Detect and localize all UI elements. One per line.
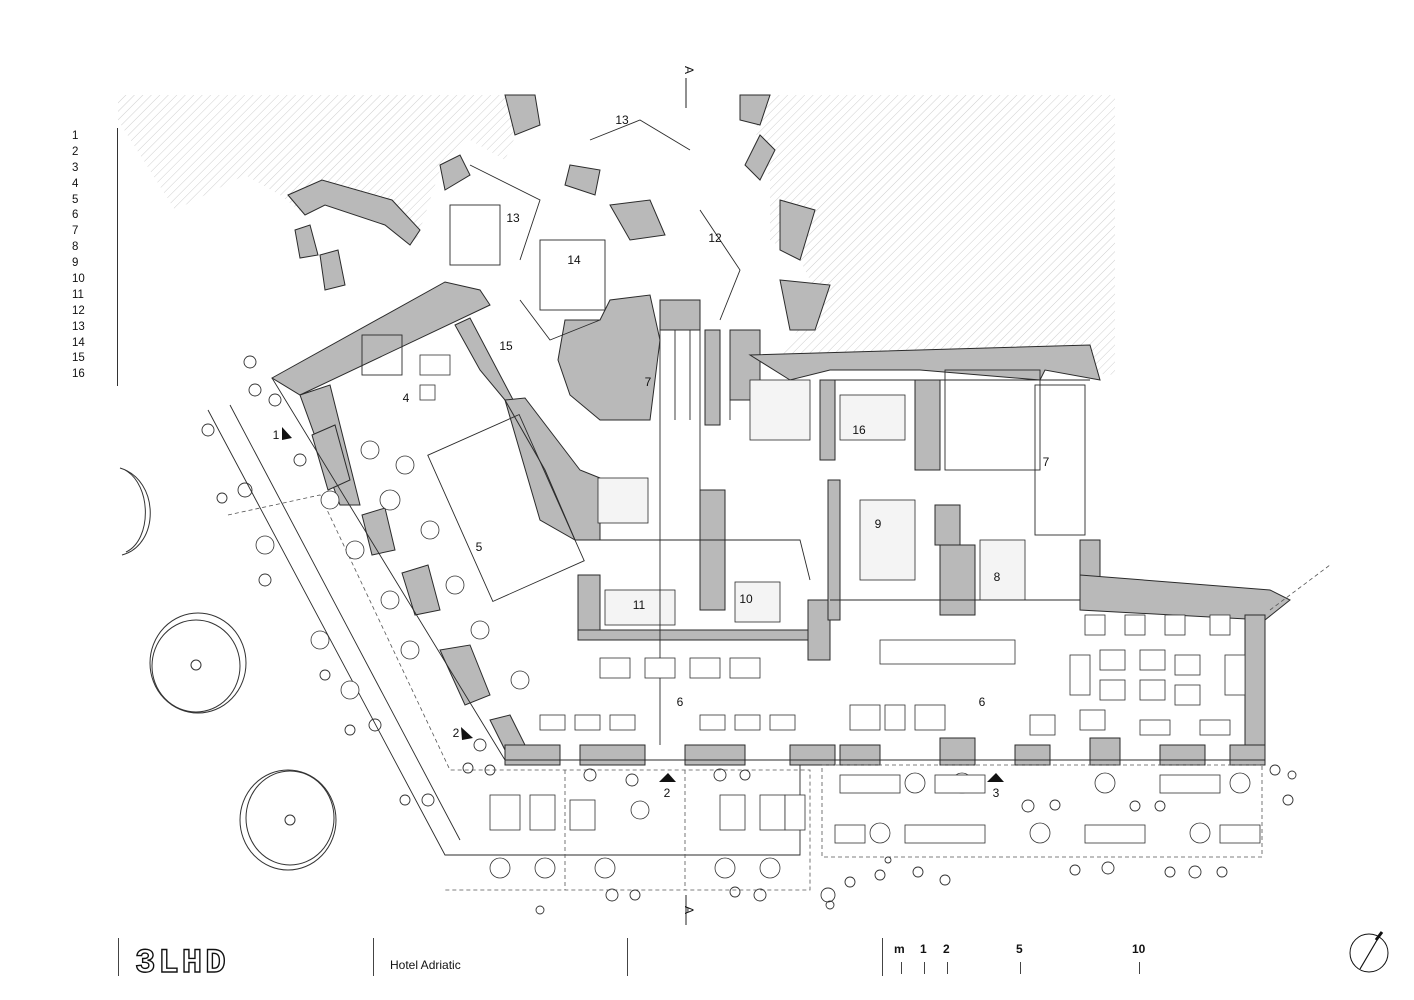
room-label: 16 — [852, 423, 866, 437]
entrance-label: 2 — [453, 726, 460, 740]
legend-item: 9 — [72, 257, 79, 270]
room-label: 6 — [677, 695, 684, 709]
entrance-label: 1 — [273, 428, 280, 442]
legend-item: 13 — [72, 320, 85, 333]
room-label: 15 — [499, 339, 513, 353]
legend-item: 4 — [72, 177, 79, 190]
legend-item: 7 — [72, 225, 79, 238]
room-labels: 13 13 12 14 15 4 7 16 7 9 5 8 10 11 6 6 … — [273, 66, 1050, 914]
legend-item: 3 — [72, 161, 79, 174]
logo: 3LHD — [135, 945, 229, 983]
scale-unit: m — [894, 942, 905, 956]
title-block-divider — [118, 938, 119, 976]
legend-item: 1 — [72, 130, 79, 142]
scale-label: 1 — [920, 942, 927, 956]
north-arrow-icon — [1349, 933, 1389, 973]
entrance-label: 2 — [664, 786, 671, 800]
entrance-arrow-3 — [987, 773, 1004, 782]
entrance-arrow-1 — [282, 427, 292, 440]
room-label: 9 — [875, 517, 882, 531]
section-label-bottom: A — [682, 906, 696, 914]
terrace-outlines — [227, 494, 1331, 891]
room-label: 4 — [403, 391, 410, 405]
legend-item: 11 — [72, 288, 84, 301]
scale-tick — [924, 962, 925, 974]
room-fills — [597, 379, 1026, 626]
legend-item: 5 — [72, 193, 79, 206]
room-label: 10 — [739, 592, 753, 606]
room-label: 7 — [645, 375, 652, 389]
legend-item: 6 — [72, 209, 79, 222]
room-label: 5 — [476, 540, 483, 554]
room-label: 13 — [506, 211, 520, 225]
room-label: 12 — [708, 231, 722, 245]
scale-label: 10 — [1132, 942, 1146, 956]
scale-tick — [947, 962, 948, 974]
entrance-arrow-2b — [659, 773, 676, 782]
room-label: 6 — [979, 695, 986, 709]
legend: 1 2 3 4 5 6 7 8 9 10 11 12 13 14 15 16 — [72, 129, 85, 383]
room-label: 13 — [615, 113, 629, 127]
legend-item: 16 — [72, 368, 85, 381]
title-block-divider — [627, 938, 628, 976]
entrance-arrows — [282, 427, 1004, 782]
legend-item: 14 — [72, 336, 85, 349]
scale-tick — [1139, 962, 1140, 974]
room-label: 11 — [633, 598, 646, 612]
title-block-graphics: 3LHD — [134, 931, 1389, 984]
scale-tick — [1020, 962, 1021, 974]
scale-tick — [901, 962, 902, 974]
terrain-hatch-left — [118, 95, 520, 245]
trees — [119, 467, 337, 871]
scale-label: 5 — [1016, 942, 1023, 956]
project-title: Hotel Adriatic — [390, 958, 461, 972]
legend-item: 12 — [72, 304, 85, 317]
room-label: 14 — [567, 253, 581, 267]
legend-item: 10 — [72, 273, 85, 286]
entrance-label: 3 — [993, 786, 1000, 800]
room-label: 7 — [1043, 455, 1050, 469]
legend-divider — [117, 128, 118, 386]
furniture — [255, 354, 1261, 879]
walls — [271, 94, 1291, 766]
legend-item: 2 — [72, 145, 79, 158]
room-label: 8 — [994, 570, 1001, 584]
legend-item: 8 — [72, 241, 79, 254]
entrance-arrow-2a — [461, 727, 473, 740]
section-label-top: A — [682, 66, 696, 74]
title-block-divider — [882, 938, 883, 976]
legend-item: 15 — [72, 352, 85, 365]
scale-label: 2 — [943, 942, 950, 956]
shrubs — [201, 355, 1297, 915]
title-block-divider — [373, 938, 374, 976]
terrain-hatch-right — [755, 95, 1115, 375]
